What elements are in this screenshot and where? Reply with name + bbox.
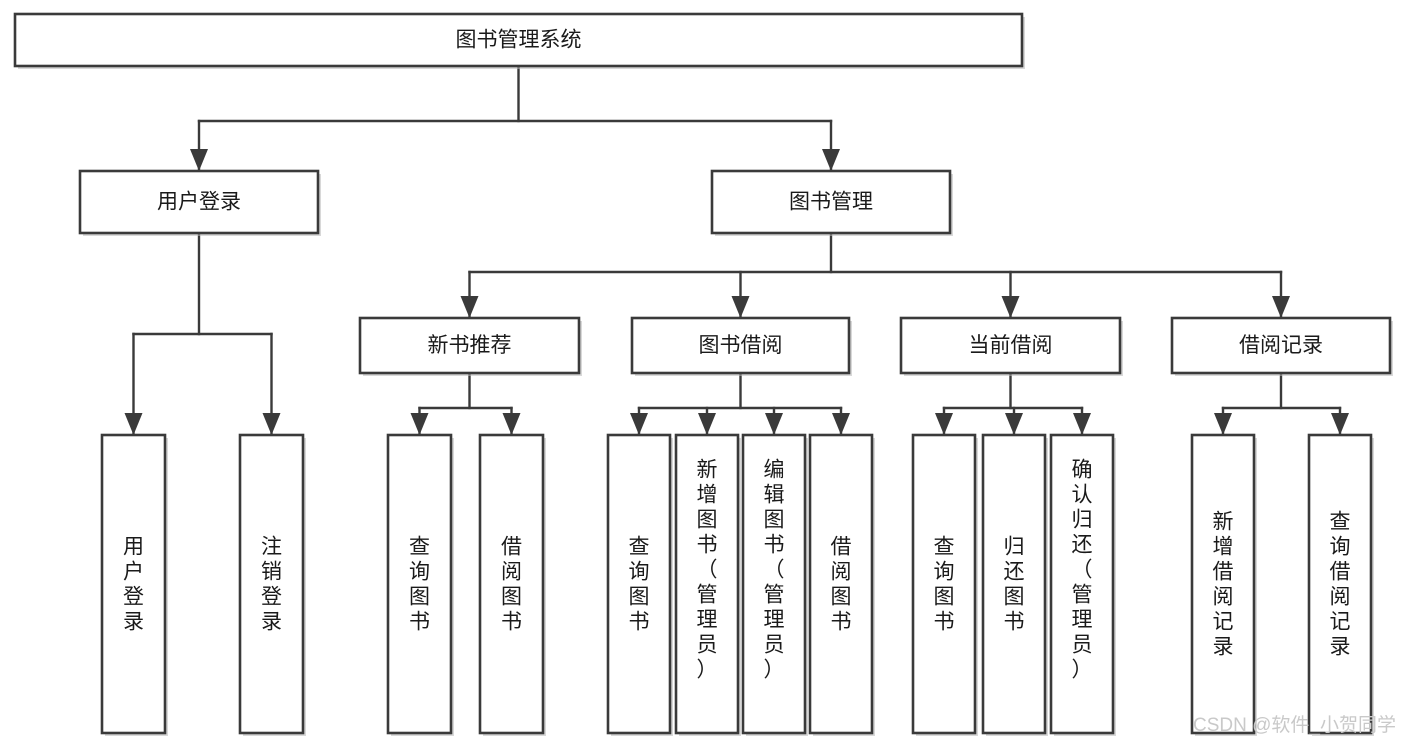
node-leaf-add-borrow-record[interactable]: 新增借阅记录 [1190,433,1257,736]
arrow-head-icon [1073,413,1091,435]
node-rect[interactable] [710,169,952,235]
node-rect[interactable] [1190,433,1256,735]
arrow-head-icon [731,296,750,318]
edge-group-book-management [460,231,1290,320]
arrow-head-icon [410,413,429,435]
node-leaf-return-book[interactable]: 归还图书 [981,433,1048,736]
node-leaf-edit-book[interactable]: 编辑图书（管理员） [741,433,808,736]
arrow-head-icon [190,149,208,171]
node-rect[interactable] [100,433,167,735]
node-rect[interactable] [808,433,874,735]
node-label: 新增图书（管理员） [697,459,718,682]
node-book-management[interactable]: 图书管理 [710,169,953,236]
node-leaf-confirm-return[interactable]: 确认归还（管理员） [1049,433,1116,736]
arrow-head-icon [1001,296,1020,318]
node-rect[interactable] [674,433,740,735]
node-current-borrow[interactable]: 当前借阅 [899,316,1123,376]
node-leaf-query-book-rec[interactable]: 查询图书 [386,433,454,736]
node-leaf-query-book-current[interactable]: 查询图书 [911,433,978,736]
node-leaf-logout[interactable]: 注销登录 [238,433,306,736]
arrow-head-icon [502,413,521,435]
node-label: 图书借阅 [699,334,783,357]
arrow-head-icon [124,413,143,435]
node-leaf-query-book-borrow[interactable]: 查询图书 [606,433,673,736]
node-rect[interactable] [911,433,977,735]
node-leaf-user-login[interactable]: 用户登录 [100,433,168,736]
node-rect[interactable] [358,316,581,375]
arrow-head-icon [630,413,648,435]
node-label: 新书推荐 [428,334,512,357]
arrow-head-icon [832,413,850,435]
arrow-head-icon [822,149,840,171]
node-rect[interactable] [899,316,1122,375]
node-book-borrow[interactable]: 图书借阅 [630,316,852,376]
node-label: 用户登录 [157,191,241,214]
node-leaf-add-book[interactable]: 新增图书（管理员） [674,433,741,736]
edge-group-book-borrow [630,371,850,437]
edge-group-root [190,64,840,173]
node-rect[interactable] [741,433,807,735]
node-leaf-query-borrow-record[interactable]: 查询借阅记录 [1307,433,1374,736]
node-layer: 图书管理系统用户登录图书管理新书推荐图书借阅当前借阅借阅记录用户登录注销登录查询… [13,12,1393,736]
node-rect[interactable] [1307,433,1373,735]
edge-group-current-borrow [935,371,1091,437]
csdn-watermark: CSDN @软件_小贺同学 [1193,714,1396,736]
connector-layer [124,64,1349,437]
node-label: 用户登录 [123,536,144,634]
edge-group-borrow-records [1214,371,1349,437]
arrow-head-icon [1331,413,1349,435]
node-label: 当前借阅 [969,334,1053,357]
node-label: 借阅记录 [1239,334,1323,357]
arrow-head-icon [1214,413,1232,435]
arrow-head-icon [698,413,716,435]
arrow-head-icon [1005,413,1023,435]
node-borrow-records[interactable]: 借阅记录 [1170,316,1393,376]
node-leaf-borrow-book-rec[interactable]: 借阅图书 [478,433,546,736]
node-rect[interactable] [1049,433,1115,735]
node-label: 归还图书 [1004,536,1025,634]
arrow-head-icon [935,413,953,435]
node-rect[interactable] [1170,316,1392,375]
node-new-book-recommend[interactable]: 新书推荐 [358,316,582,376]
node-label: 图书管理系统 [456,29,582,52]
node-rect[interactable] [238,433,305,735]
node-label: 确认归还（管理员） [1072,459,1093,682]
node-label: 编辑图书（管理员） [764,459,785,682]
node-label: 查询图书 [629,536,650,634]
arrow-head-icon [460,296,479,318]
edge-group-user-login [124,231,281,437]
arrow-head-icon [1272,296,1290,318]
node-rect[interactable] [386,433,453,735]
node-label: 查询图书 [934,536,955,634]
arrow-head-icon [262,413,281,435]
node-rect[interactable] [981,433,1047,735]
node-rect[interactable] [78,169,320,235]
node-user-login[interactable]: 用户登录 [78,169,321,236]
node-leaf-borrow-book[interactable]: 借阅图书 [808,433,875,736]
node-rect[interactable] [13,12,1024,68]
node-label: 查询借阅记录 [1330,511,1351,659]
node-label: 借阅图书 [831,536,852,634]
node-label: 借阅图书 [501,536,522,634]
node-label: 查询图书 [409,536,430,634]
node-root[interactable]: 图书管理系统 [13,12,1025,69]
node-rect[interactable] [630,316,851,375]
arrow-head-icon [765,413,783,435]
edge-group-new-book-recommend [410,371,521,437]
node-label: 新增借阅记录 [1213,511,1234,659]
node-label: 图书管理 [789,191,873,214]
node-rect[interactable] [606,433,672,735]
node-label: 注销登录 [261,536,282,634]
node-rect[interactable] [478,433,545,735]
